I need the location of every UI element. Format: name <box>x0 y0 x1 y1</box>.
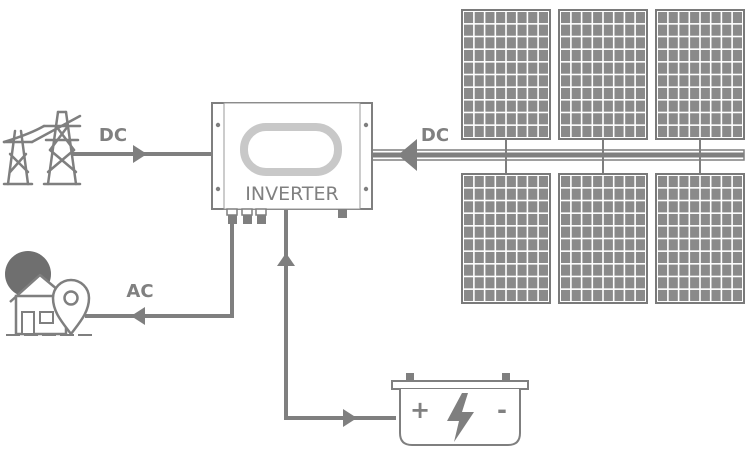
ac-wire-house <box>85 220 234 318</box>
dc-grid-arrow <box>133 145 147 163</box>
dc-label-grid: DC <box>99 125 127 146</box>
dc-solar-arrow <box>398 139 417 171</box>
battery-wire <box>284 210 396 420</box>
inverter-icon <box>211 102 373 224</box>
house-location-icon <box>5 251 94 337</box>
solar-panel-icon <box>461 9 551 140</box>
power-tower-icon <box>2 110 82 186</box>
solar-panel-icon <box>655 9 745 140</box>
inverter-label: INVERTER <box>245 183 338 205</box>
solar-panel-icon <box>558 9 648 140</box>
battery-up-arrow <box>277 253 295 266</box>
solar-array <box>461 9 745 304</box>
solar-panel-icon <box>558 173 648 304</box>
ac-arrow <box>131 307 145 325</box>
ac-label: AC <box>126 281 153 302</box>
solar-panel-icon <box>655 173 745 304</box>
battery-right-arrow <box>343 409 357 427</box>
lightning-bolt-icon <box>447 393 474 442</box>
solar-panel-icon <box>461 173 551 304</box>
wires <box>72 139 745 427</box>
battery-minus-label: - <box>497 396 507 424</box>
battery-plus-label: + <box>410 396 430 424</box>
dc-label-solar: DC <box>421 125 449 146</box>
